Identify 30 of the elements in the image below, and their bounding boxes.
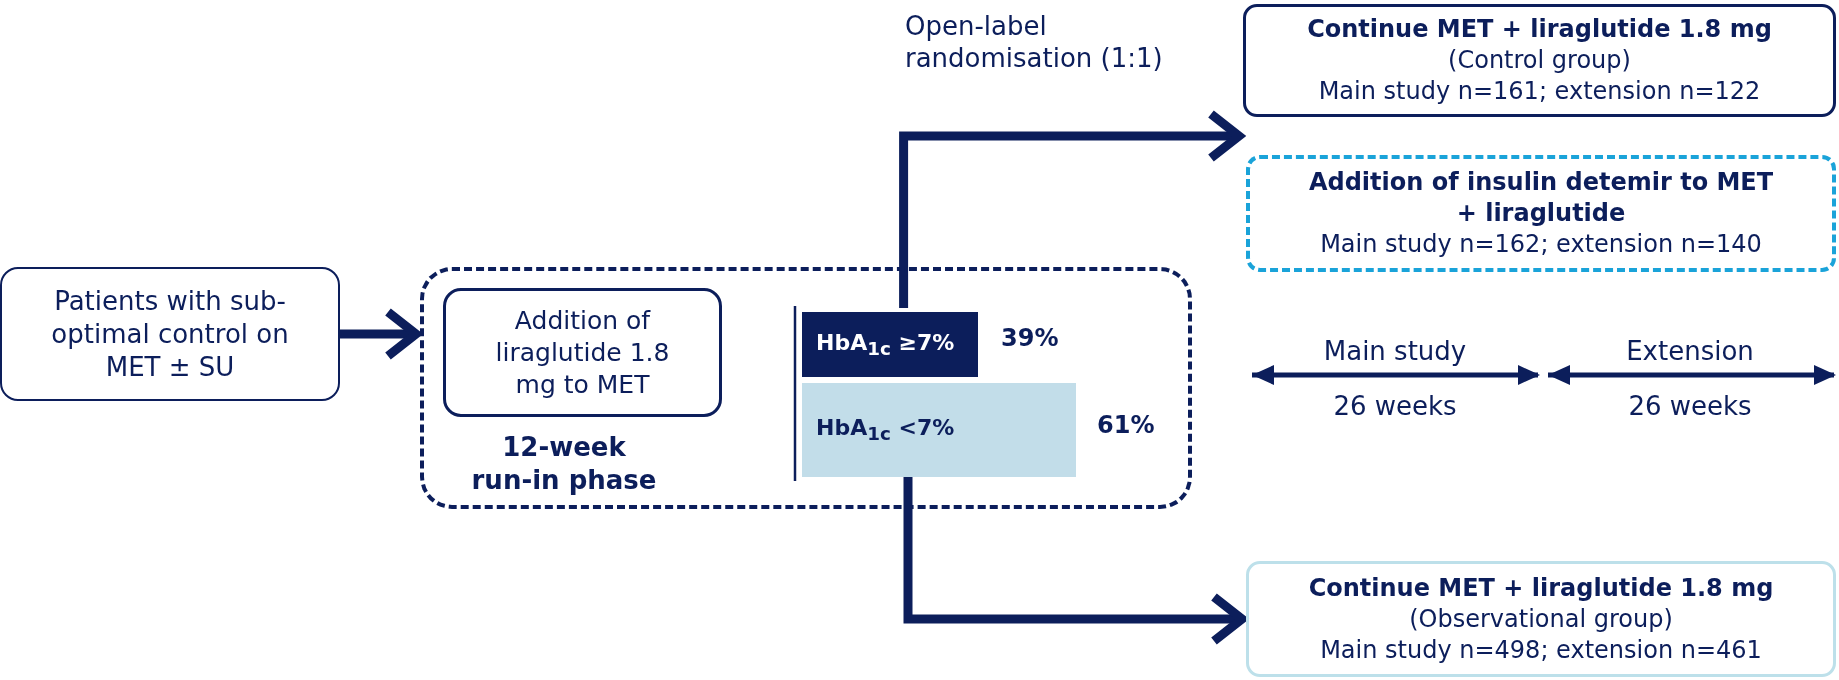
box-text: (Control group) xyxy=(1448,45,1631,76)
group-box xyxy=(1243,4,1836,117)
process-box xyxy=(443,288,722,417)
timeline-label: 26 weeks xyxy=(1333,390,1457,422)
box-text: HbA$_{1c}$ <7% xyxy=(816,415,955,445)
randomisation-label: Open-label randomisation (1:1) xyxy=(905,10,1164,74)
box-text: Patients with sub-optimal control on MET ± SU xyxy=(50,284,290,384)
timeline-label: Extension xyxy=(1626,335,1754,367)
result-bar xyxy=(802,383,1076,477)
box-heading: Addition of insulin detemir to MET + liraglutide xyxy=(1307,167,1775,229)
group-box xyxy=(1246,155,1836,272)
box-heading: Continue MET + liraglutide 1.8 mg xyxy=(1308,572,1774,604)
box-text: Addition of liraglutide 1.8 mg to MET xyxy=(494,304,671,401)
group-box xyxy=(1246,561,1836,677)
arrow xyxy=(340,307,421,361)
box-text: Main study n=498; extension n=461 xyxy=(1320,634,1762,666)
percentage-label: 61% xyxy=(1097,410,1155,441)
percentage-label: 39% xyxy=(1001,323,1059,354)
arrow xyxy=(899,109,1244,308)
timeline-label: 26 weeks xyxy=(1628,390,1752,422)
box-text: Main study n=161; extension n=122 xyxy=(1318,76,1761,107)
phase-box xyxy=(420,267,1192,509)
phase-title: 12-week run-in phase xyxy=(470,431,658,497)
result-bar xyxy=(802,312,978,377)
timeline-label: Main study xyxy=(1323,335,1467,367)
box-text: Main study n=162; extension n=140 xyxy=(1320,229,1762,260)
process-box xyxy=(0,267,340,401)
box-text: (Observational group) xyxy=(1409,603,1673,635)
box-text: HbA$_{1c}$ ≥7% xyxy=(816,329,955,360)
box-heading: Continue MET + liraglutide 1.8 mg xyxy=(1307,14,1772,45)
